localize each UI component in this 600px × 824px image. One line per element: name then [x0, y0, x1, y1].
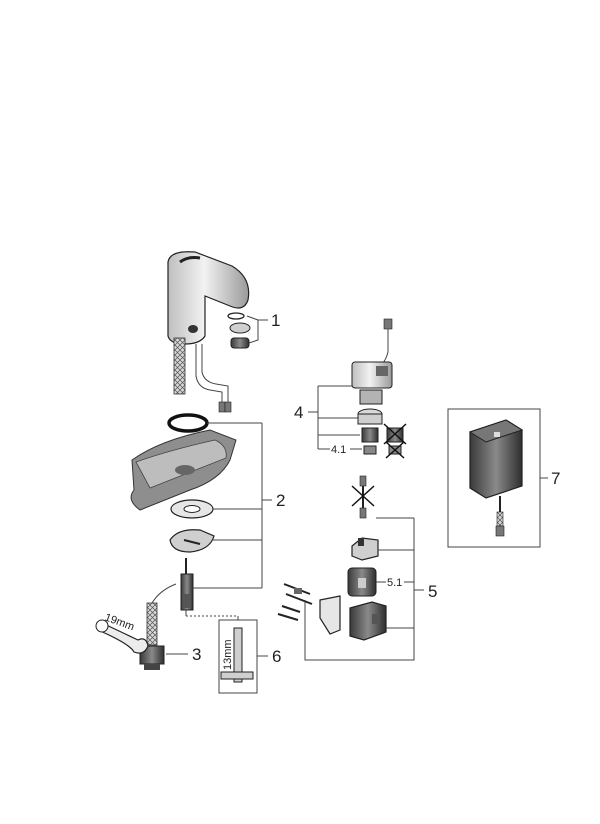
key-tool-13mm — [185, 610, 268, 694]
callout-2: 2 — [276, 491, 285, 510]
threaded-rod — [180, 558, 194, 611]
braided-hose-lower — [146, 583, 177, 646]
callout-5-1: 5.1 — [387, 577, 402, 589]
aerator-parts — [227, 312, 268, 349]
screws-and-dowels — [277, 583, 313, 621]
callout-4-1: 4.1 — [331, 444, 346, 456]
fixing-bracket — [169, 529, 215, 553]
valve-fitting-a — [361, 427, 379, 443]
dim-key-label: 13mm — [222, 639, 234, 670]
callout-6: 6 — [272, 647, 281, 666]
extension-cable — [351, 475, 375, 519]
battery-holder — [347, 567, 377, 597]
valve-nut — [357, 408, 383, 425]
callout-7: 7 — [551, 469, 560, 488]
mounting-bracket — [319, 595, 341, 635]
callout-4: 4 — [294, 403, 303, 422]
control-box — [468, 419, 524, 537]
solenoid-valve — [351, 361, 393, 405]
control-box-frame — [447, 408, 548, 548]
solenoid-cable — [381, 318, 393, 365]
filter-insert-a — [363, 445, 377, 455]
callout-3: 3 — [192, 645, 201, 664]
braided-hose-left — [173, 337, 186, 395]
battery-cap — [351, 537, 379, 561]
supply-pipes — [195, 344, 232, 413]
o-ring-seal — [167, 413, 209, 433]
wrench-19mm — [95, 619, 149, 654]
countertop-section — [130, 429, 237, 511]
battery-housing — [349, 601, 387, 641]
callout-1: 1 — [271, 311, 280, 330]
callout-lines-4 — [308, 385, 362, 450]
callout-5: 5 — [428, 582, 437, 601]
valve-fitting-b — [383, 423, 407, 445]
filter-insert-b — [385, 441, 405, 459]
callout-lines-2 — [166, 422, 272, 655]
callout-lines-5 — [304, 517, 424, 661]
